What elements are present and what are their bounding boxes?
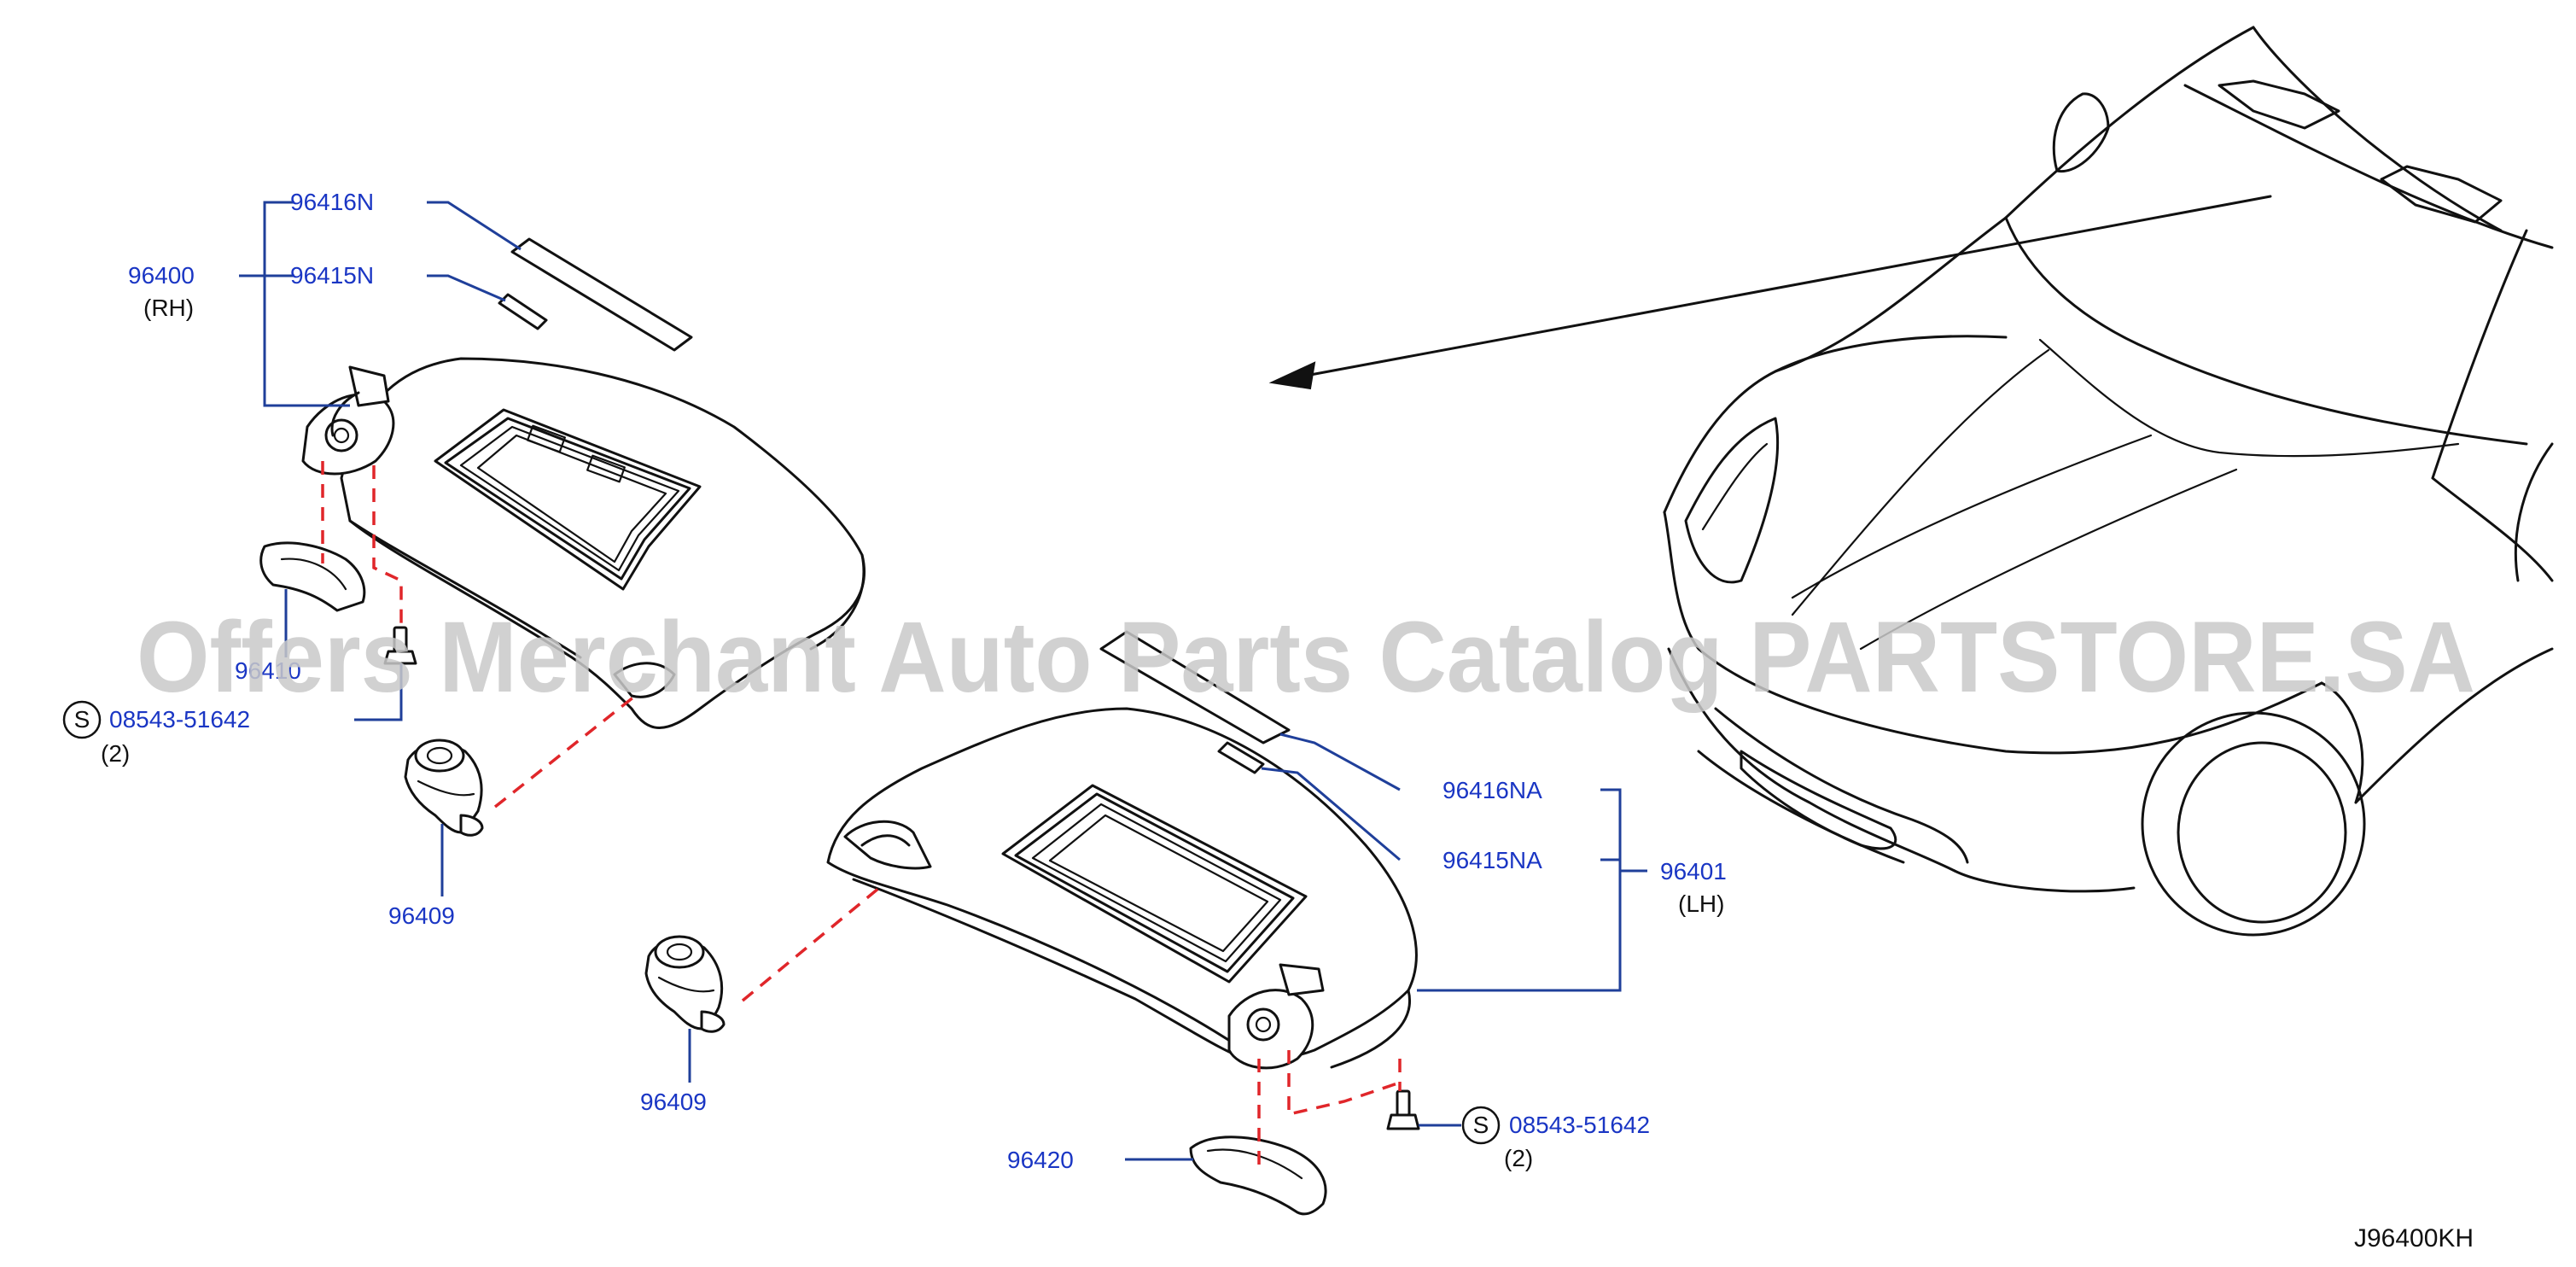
holder-96409-lower [644,935,726,1033]
diagram-code: J96400KH [2354,1224,2474,1252]
clip-96420-lower [1189,1136,1327,1216]
watermark-text: Offers Merchant Auto Parts Catalog PARTS… [137,601,2475,714]
s-symbol-upper [62,700,102,739]
holder-96409-upper [404,739,484,837]
screw-lower [1386,1089,1420,1130]
label-08543-lower: 08543-51642 [1509,1112,1650,1138]
part-number-labels: 96416N 96415N 96400 (RH) 96410 S 08543-5… [62,189,2474,1252]
s-symbol-lower-letter: S [1473,1112,1489,1138]
label-lh: (LH) [1678,890,1724,917]
label-96409-lower: 96409 [640,1089,707,1115]
label-96410: 96410 [235,657,301,684]
label-plate-96416na [1099,630,1291,744]
vehicle-illustration [1268,26,2554,937]
assembly-dashed-lines [321,461,1402,1165]
upper-visor-rh [301,357,866,729]
label-plate-96416n [510,237,693,352]
label-96401: 96401 [1660,858,1727,885]
label-08543-upper: 08543-51642 [109,706,250,733]
label-96420: 96420 [1007,1147,1074,1173]
label-96400: 96400 [128,262,195,289]
label-96416n: 96416N [290,189,374,215]
s-symbol-upper-letter: S [74,706,90,733]
s-symbol-lower [1461,1106,1501,1145]
label-96415na: 96415NA [1442,847,1542,873]
clip-96410-upper [259,541,366,612]
pin-96415na [1217,741,1265,774]
screw-upper [383,626,417,665]
label-rh: (RH) [143,295,194,321]
label-96415n: 96415N [290,262,374,289]
lower-visor-lh [826,707,1418,1070]
label-qty-lower: (2) [1504,1145,1533,1171]
label-96409-upper: 96409 [388,902,455,929]
pin-96415n [498,293,548,330]
label-qty-upper: (2) [101,740,130,767]
label-96416na: 96416NA [1442,777,1542,803]
leader-lines [239,201,1647,1161]
